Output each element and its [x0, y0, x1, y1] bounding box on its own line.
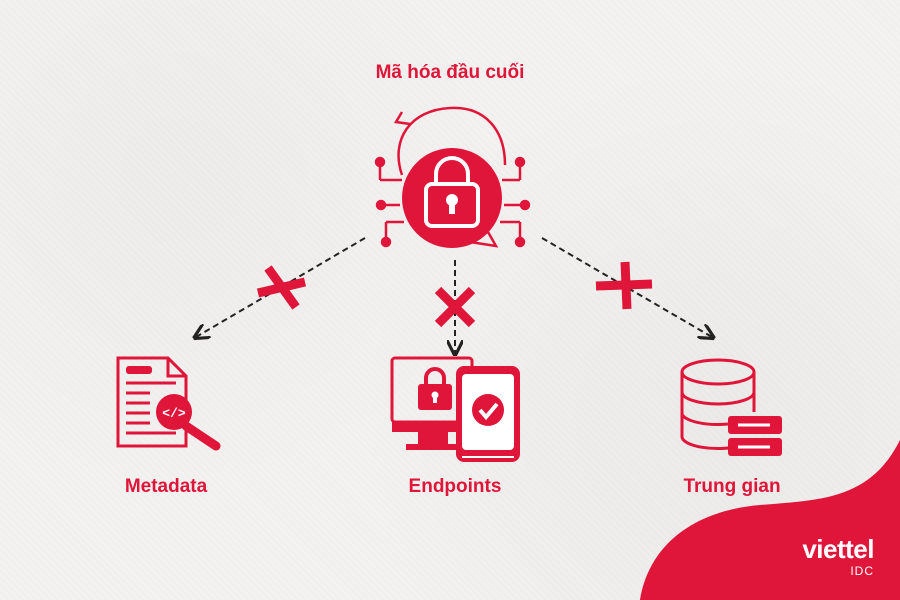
- blocked-mark-endpoints: [434, 286, 476, 328]
- blocked-mark-metadata: [256, 265, 307, 310]
- svg-text:</>: </>: [162, 406, 186, 421]
- brand-name: viettel: [802, 534, 874, 564]
- node-label-intermediary: Trung gian: [683, 476, 781, 497]
- document-code-search-icon: </>: [116, 356, 221, 451]
- brand-logo: viettel IDC: [802, 536, 874, 578]
- arrow-to-metadata: [196, 237, 366, 337]
- blocked-mark-intermediary: [595, 261, 653, 310]
- encryption-lock-chip-icon: [374, 106, 531, 248]
- database-server-icon: [680, 358, 782, 456]
- node-label-endpoints: Endpoints: [408, 476, 502, 497]
- monitor-phone-lock-check-icon: [390, 356, 520, 462]
- node-label-metadata: Metadata: [124, 476, 208, 497]
- arrow-to-intermediary: [541, 237, 712, 337]
- page-title: Mã hóa đầu cuối: [375, 62, 525, 83]
- brand-sub: IDC: [850, 564, 874, 578]
- brand-corner-shape: [640, 440, 900, 600]
